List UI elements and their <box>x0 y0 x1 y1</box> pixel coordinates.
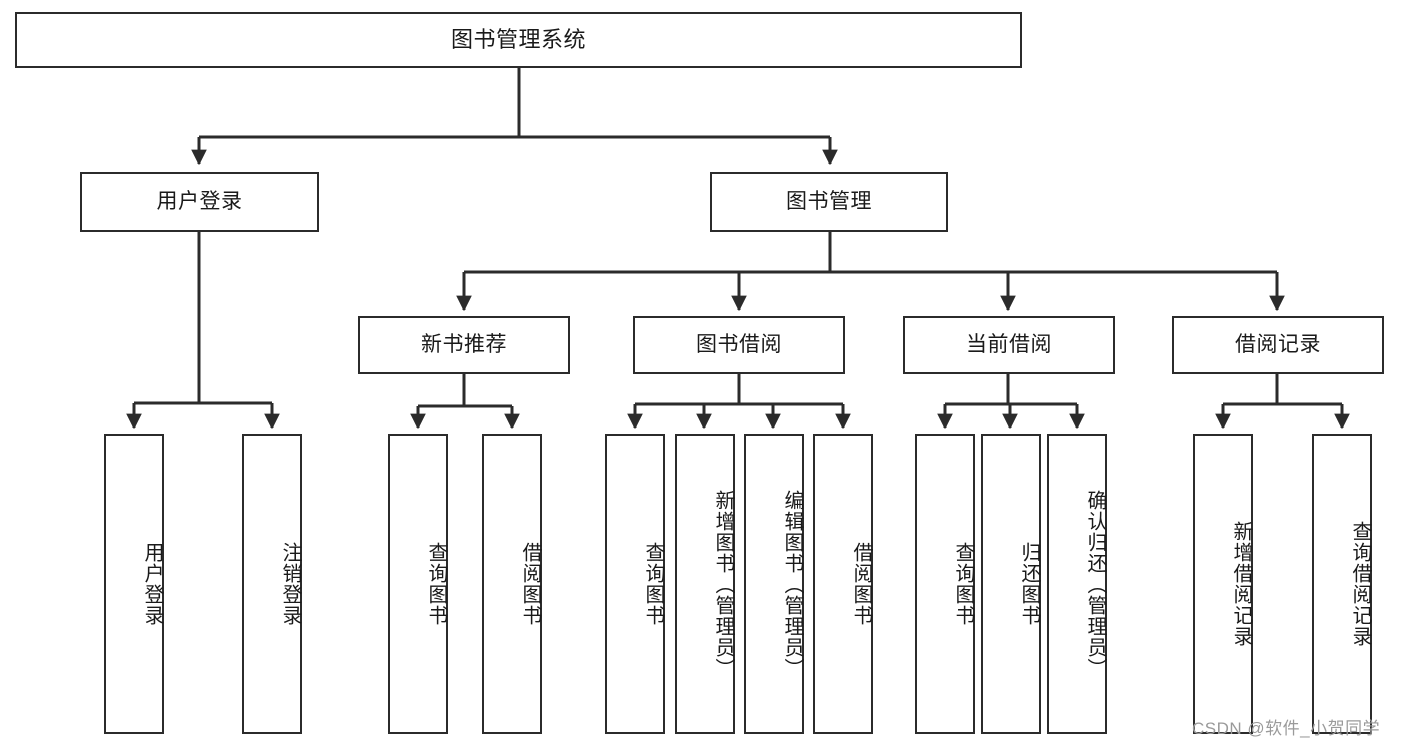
node-leaf-return-book[interactable]: 归还图书 <box>981 434 1041 734</box>
node-label: 归还图书 <box>1018 542 1040 626</box>
node-current-borrow[interactable]: 当前借阅 <box>903 316 1115 374</box>
node-label: 新增借阅记录 <box>1230 521 1252 647</box>
node-leaf-borrow-book-1[interactable]: 借阅图书 <box>482 434 542 734</box>
node-leaf-add-book[interactable]: 新增图书（管理员） <box>675 434 735 734</box>
node-label: 查询图书 <box>425 542 447 626</box>
node-label: 新书推荐 <box>421 333 507 357</box>
node-label: 新增图书（管理员） <box>712 489 734 679</box>
node-label: 查询图书 <box>642 542 664 626</box>
node-book-borrow[interactable]: 图书借阅 <box>633 316 845 374</box>
node-label: 查询图书 <box>952 542 974 626</box>
node-label: 确认归还（管理员） <box>1084 489 1106 679</box>
node-label: 图书管理系统 <box>450 26 586 52</box>
node-leaf-query-book-3[interactable]: 查询图书 <box>915 434 975 734</box>
node-label: 编辑图书（管理员） <box>781 489 803 679</box>
node-leaf-confirm-return[interactable]: 确认归还（管理员） <box>1047 434 1107 734</box>
node-leaf-edit-book[interactable]: 编辑图书（管理员） <box>744 434 804 734</box>
node-root-library-management-system[interactable]: 图书管理系统 <box>15 12 1022 68</box>
node-label: 当前借阅 <box>966 333 1052 357</box>
node-leaf-user-login[interactable]: 用户登录 <box>104 434 164 734</box>
node-label: 借阅图书 <box>850 542 872 626</box>
node-new-book-recommend[interactable]: 新书推荐 <box>358 316 570 374</box>
node-user-login[interactable]: 用户登录 <box>80 172 319 232</box>
node-label: 图书管理 <box>786 190 872 214</box>
csdn-watermark: CSDN @软件_小贺同学 <box>1192 719 1381 738</box>
node-book-management[interactable]: 图书管理 <box>710 172 948 232</box>
node-label: 借阅记录 <box>1235 333 1321 357</box>
node-label: 注销登录 <box>279 542 301 626</box>
node-leaf-query-book-2[interactable]: 查询图书 <box>605 434 665 734</box>
node-leaf-query-book-1[interactable]: 查询图书 <box>388 434 448 734</box>
node-leaf-logout[interactable]: 注销登录 <box>242 434 302 734</box>
node-label: 用户登录 <box>156 190 243 214</box>
node-leaf-query-record[interactable]: 查询借阅记录 <box>1312 434 1372 734</box>
node-label: 借阅图书 <box>519 542 541 626</box>
node-leaf-add-record[interactable]: 新增借阅记录 <box>1193 434 1253 734</box>
node-leaf-borrow-book-2[interactable]: 借阅图书 <box>813 434 873 734</box>
node-label: 图书借阅 <box>696 333 782 357</box>
node-borrow-record[interactable]: 借阅记录 <box>1172 316 1384 374</box>
node-label: 查询借阅记录 <box>1349 521 1371 647</box>
node-label: 用户登录 <box>141 542 163 626</box>
